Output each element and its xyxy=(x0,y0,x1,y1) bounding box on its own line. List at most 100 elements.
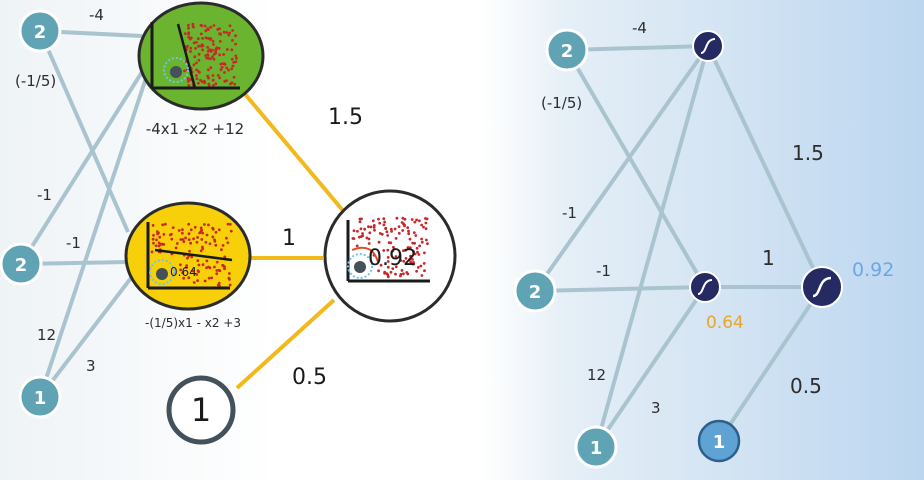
scatter-dot xyxy=(181,228,184,232)
scatter-dot xyxy=(206,46,210,49)
scatter-dot xyxy=(182,276,186,280)
scatter-dot xyxy=(401,229,405,232)
scatter-dot xyxy=(389,227,393,231)
output-value-left: 0.92 xyxy=(368,246,417,271)
r-edge-bias-to-output xyxy=(717,285,824,443)
scatter-dot xyxy=(184,59,188,63)
r-weight-x2-bottom: -1 xyxy=(596,262,611,280)
scatter-dot xyxy=(188,249,191,253)
scatter-dot xyxy=(179,238,183,241)
scatter-dot xyxy=(230,57,234,61)
scatter-dot xyxy=(211,235,215,239)
scatter-dot xyxy=(208,242,212,246)
scatter-dot xyxy=(392,245,395,249)
point-marker-bottom xyxy=(156,268,168,280)
scatter-dot xyxy=(199,78,202,82)
r-hidden-bottom-value: 0.64 xyxy=(706,313,744,333)
scatter-dot xyxy=(231,64,235,68)
scatter-dot xyxy=(154,244,158,248)
scatter-dot xyxy=(191,22,195,26)
scatter-dot xyxy=(196,279,200,282)
scatter-dot xyxy=(361,234,365,238)
scatter-dot xyxy=(151,237,155,241)
scatter-dot xyxy=(195,68,199,72)
scatter-dot xyxy=(207,84,211,87)
weight-bottom-to-output: 1 xyxy=(282,226,296,251)
right-edges xyxy=(533,44,824,449)
edge-x1-bottom xyxy=(38,30,130,233)
scatter-dot xyxy=(181,238,185,241)
scatter-dot xyxy=(207,223,210,227)
scatter-dot xyxy=(234,60,238,64)
r-edge-x1-bottom xyxy=(565,48,707,289)
scatter-dot xyxy=(213,239,217,243)
scatter-dot xyxy=(191,24,195,28)
bias-value: 1 xyxy=(34,388,47,409)
r-bias-value: 1 xyxy=(590,438,603,459)
scatter-dot xyxy=(226,241,230,245)
scatter-dot xyxy=(372,226,376,229)
scatter-dot xyxy=(223,255,227,259)
scatter-dot xyxy=(413,252,417,256)
scatter-dot xyxy=(215,46,219,50)
scatter-dot xyxy=(220,65,224,69)
scatter-dot xyxy=(377,240,381,244)
output-bias-value-left: 1 xyxy=(191,391,211,429)
scatter-dot xyxy=(377,217,380,221)
scatter-dot xyxy=(197,70,201,73)
scatter-dot xyxy=(184,266,188,269)
scatter-dot xyxy=(171,226,175,230)
scatter-dot xyxy=(221,244,225,247)
scatter-dot xyxy=(183,69,186,73)
scatter-dot xyxy=(234,42,238,46)
scatter-dot xyxy=(228,278,231,281)
scatter-dot xyxy=(214,243,218,247)
r-edge-bias-top xyxy=(594,45,710,448)
r-output-bias-value: 1 xyxy=(713,432,726,453)
scatter-dot xyxy=(195,74,198,77)
scatter-dot xyxy=(394,255,398,258)
scatter-dot xyxy=(225,236,228,240)
scatter-dot xyxy=(233,82,237,86)
scatter-dot xyxy=(409,260,413,264)
r-x2-value: 2 xyxy=(529,282,542,303)
scatter-dot xyxy=(186,77,190,80)
scatter-dot xyxy=(394,237,398,240)
scatter-dot xyxy=(187,23,190,27)
edge-top-to-output xyxy=(237,85,347,215)
scatter-dot xyxy=(187,238,191,242)
scatter-dot xyxy=(385,272,389,276)
scatter-dot xyxy=(219,33,223,36)
scatter-dot xyxy=(152,241,155,245)
sigmoid-node-top xyxy=(692,30,724,62)
scatter-dot xyxy=(217,281,221,285)
scatter-dot xyxy=(204,29,208,33)
r-edge-x1-top xyxy=(566,44,709,52)
scatter-dot xyxy=(214,51,218,55)
scatter-dot xyxy=(192,237,196,241)
scatter-dot xyxy=(161,242,164,246)
scatter-dot xyxy=(211,39,215,43)
scatter-dot xyxy=(420,223,423,227)
scatter-dot xyxy=(195,273,199,276)
scatter-dot xyxy=(206,27,210,31)
scatter-dot xyxy=(197,263,201,267)
scatter-dot xyxy=(386,260,390,263)
scatter-dot xyxy=(418,219,421,223)
scatter-dot xyxy=(186,256,189,260)
scatter-dot xyxy=(402,272,405,276)
scatter-dot xyxy=(221,263,225,267)
scatter-dot xyxy=(209,25,213,29)
scatter-dot xyxy=(189,241,193,245)
scatter-dot xyxy=(386,256,390,259)
scatter-dot xyxy=(212,84,215,87)
scatter-plot-output xyxy=(351,216,429,279)
scatter-dot xyxy=(378,221,382,225)
scatter-dot xyxy=(201,247,205,251)
scatter-dot xyxy=(386,234,390,237)
scatter-dot xyxy=(389,270,393,274)
scatter-dot xyxy=(378,232,382,235)
scatter-dot xyxy=(357,235,361,239)
scatter-dot xyxy=(200,24,204,28)
